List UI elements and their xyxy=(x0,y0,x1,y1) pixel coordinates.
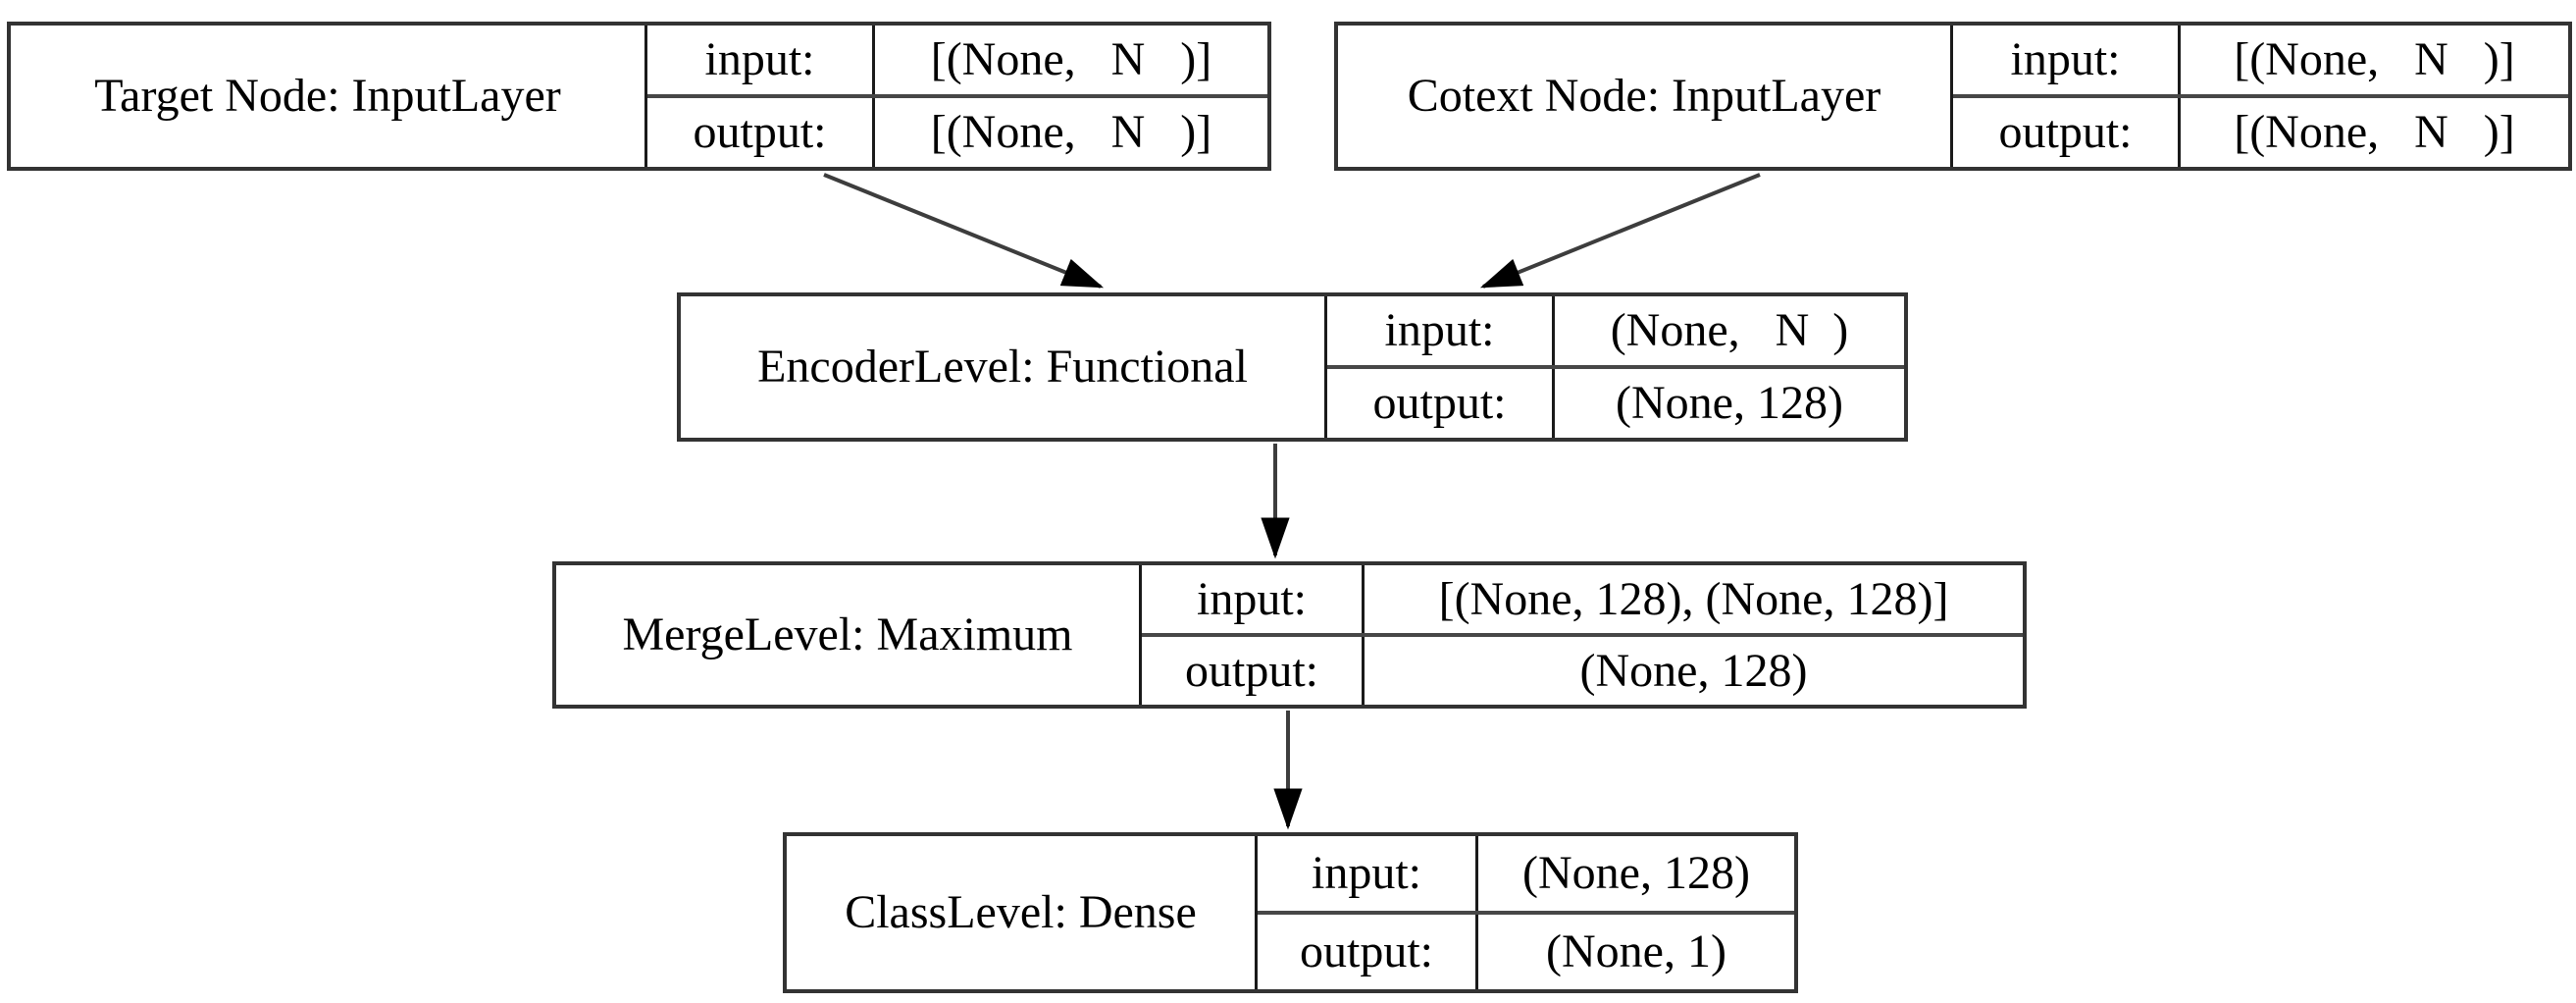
io-row-input: input: (None, N ) xyxy=(1327,296,1904,369)
io-row-output: output: (None, 128) xyxy=(1327,369,1904,438)
io-row-output: output: (None, 1) xyxy=(1258,915,1794,989)
io-key-input: input: xyxy=(1327,296,1555,365)
layer-name: Cotext Node: InputLayer xyxy=(1338,26,1953,167)
io-table: input: [(None, N )] output: [(None, N )] xyxy=(647,26,1267,167)
io-value-input: [(None, N )] xyxy=(2234,33,2515,85)
io-key-output: output: xyxy=(647,98,875,167)
io-value-input: [(None, N )] xyxy=(930,33,1212,85)
io-row-input: input: [(None, N )] xyxy=(1953,26,2568,98)
io-key-input: input: xyxy=(647,26,875,94)
io-key-input: input: xyxy=(1142,565,1365,633)
layer-name: Target Node: InputLayer xyxy=(11,26,647,167)
layer-name: ClassLevel: Dense xyxy=(787,836,1258,989)
layer-name: EncoderLevel: Functional xyxy=(681,296,1327,438)
io-value-input: (None, N ) xyxy=(1610,304,1849,356)
io-row-output: output: [(None, N )] xyxy=(647,98,1267,167)
io-table: input: (None, 128) output: (None, 1) xyxy=(1258,836,1794,989)
layer-node-cotext-input: Cotext Node: InputLayer input: [(None, N… xyxy=(1334,22,2572,171)
io-key-input: input: xyxy=(1953,26,2181,94)
io-row-output: output: (None, 128) xyxy=(1142,637,2023,705)
io-table: input: [(None, N )] output: [(None, N )] xyxy=(1953,26,2568,167)
io-table: input: (None, N ) output: (None, 128) xyxy=(1327,296,1904,438)
io-row-input: input: [(None, N )] xyxy=(647,26,1267,98)
io-row-input: input: [(None, 128), (None, 128)] xyxy=(1142,565,2023,637)
layer-node-encoder-level: EncoderLevel: Functional input: (None, N… xyxy=(677,292,1908,442)
layer-node-target-input: Target Node: InputLayer input: [(None, N… xyxy=(7,22,1271,171)
io-key-output: output: xyxy=(1327,369,1555,438)
layer-node-merge-level: MergeLevel: Maximum input: [(None, 128),… xyxy=(552,561,2027,709)
io-value-output: (None, 1) xyxy=(1546,925,1726,977)
io-key-output: output: xyxy=(1258,915,1478,989)
io-value-input: (None, 128) xyxy=(1522,847,1750,899)
io-key-output: output: xyxy=(1953,98,2181,167)
io-value-output: [(None, N )] xyxy=(2234,106,2515,158)
io-table: input: [(None, 128), (None, 128)] output… xyxy=(1142,565,2023,705)
layer-node-class-level: ClassLevel: Dense input: (None, 128) out… xyxy=(783,832,1798,993)
io-row-input: input: (None, 128) xyxy=(1258,836,1794,915)
io-row-output: output: [(None, N )] xyxy=(1953,98,2568,167)
io-value-output: (None, 128) xyxy=(1579,644,1808,697)
io-key-output: output: xyxy=(1142,637,1365,705)
edge-target-to-encoder xyxy=(823,173,1105,289)
layer-name: MergeLevel: Maximum xyxy=(556,565,1142,705)
io-value-output: [(None, N )] xyxy=(930,106,1212,158)
io-value-input: [(None, 128), (None, 128)] xyxy=(1438,572,1949,625)
io-key-input: input: xyxy=(1258,836,1478,911)
edge-cotext-to-encoder xyxy=(1479,173,1761,289)
io-value-output: (None, 128) xyxy=(1616,377,1843,429)
